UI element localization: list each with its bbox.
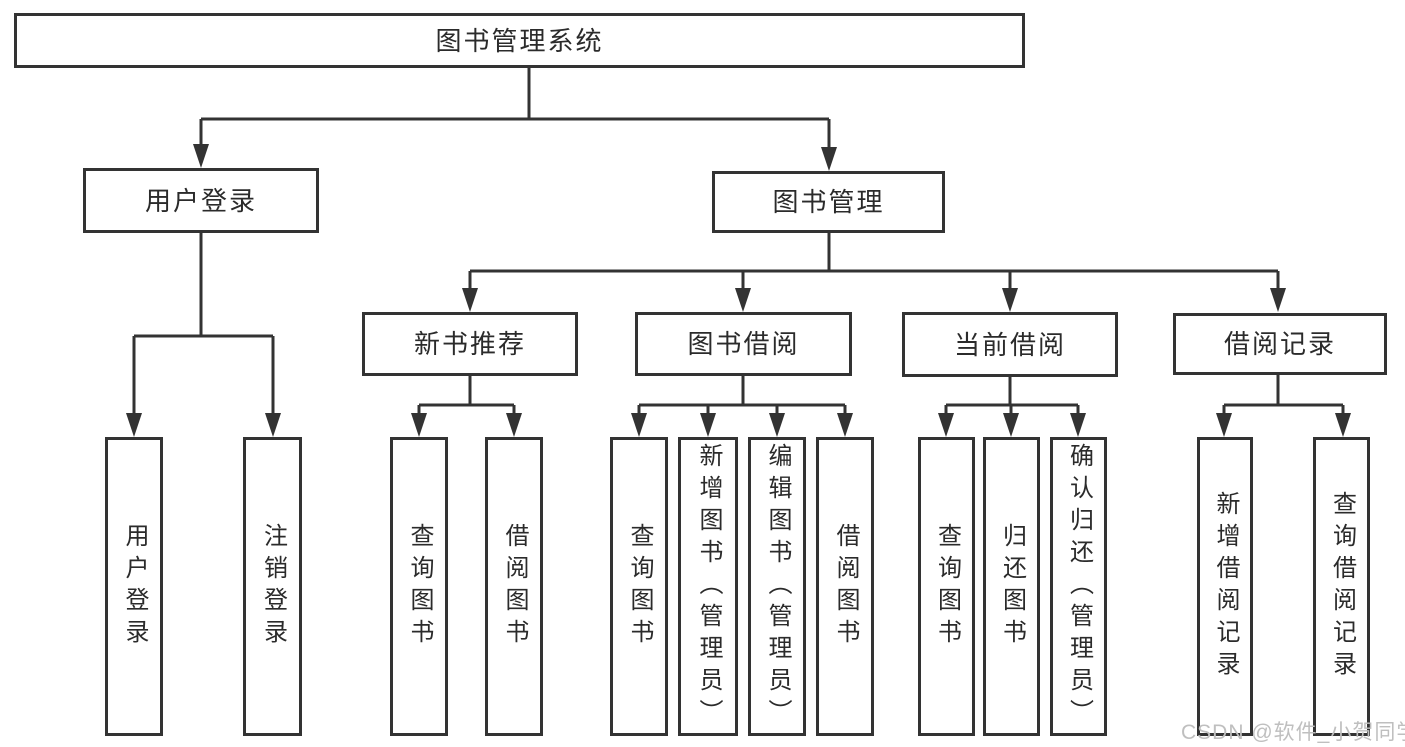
leaf-add-book-admin: 新增图书（管理员） <box>678 437 738 736</box>
leaf-return-book: 归还图书 <box>983 437 1040 736</box>
leaf-query-borrow-record: 查询借阅记录 <box>1313 437 1370 736</box>
node-label: 当前借阅 <box>953 329 1066 360</box>
node-new-book-recommend: 新书推荐 <box>362 312 578 376</box>
leaf-label: 借阅图书 <box>832 522 859 651</box>
leaf-query-book-current: 查询图书 <box>918 437 975 736</box>
node-current-borrowing: 当前借阅 <box>902 312 1118 377</box>
leaf-edit-book-admin: 编辑图书（管理员） <box>748 437 806 736</box>
leaf-label: 归还图书 <box>998 522 1026 651</box>
leaf-logout: 注销登录 <box>243 437 302 736</box>
arrowheads <box>126 144 1351 437</box>
leaf-label: 查询图书 <box>626 522 653 651</box>
leaf-add-borrow-record: 新增借阅记录 <box>1197 437 1253 736</box>
leaf-label: 确认归还（管理员） <box>1065 442 1093 731</box>
node-library-system: 图书管理系统 <box>14 13 1025 68</box>
leaf-label: 新增图书（管理员） <box>695 442 722 731</box>
node-user-login-group: 用户登录 <box>83 168 319 233</box>
leaf-user-login: 用户登录 <box>105 437 163 736</box>
node-label: 图书管理 <box>772 187 885 217</box>
node-borrowing-records: 借阅记录 <box>1173 313 1387 375</box>
leaf-label: 用户登录 <box>121 522 148 651</box>
leaf-label: 注销登录 <box>259 522 287 651</box>
leaf-label: 查询借阅记录 <box>1328 490 1356 683</box>
leaf-label: 编辑图书（管理员） <box>764 442 791 731</box>
leaf-label: 新增借阅记录 <box>1212 490 1239 683</box>
node-book-borrowing: 图书借阅 <box>635 312 852 376</box>
leaf-label: 借阅图书 <box>501 522 528 651</box>
leaf-query-book-recommend: 查询图书 <box>390 437 448 736</box>
leaf-confirm-return-admin: 确认归还（管理员） <box>1050 437 1107 736</box>
leaf-borrow-book: 借阅图书 <box>816 437 874 736</box>
node-book-management: 图书管理 <box>712 171 945 233</box>
node-label: 图书管理系统 <box>435 25 604 56</box>
leaf-label: 查询图书 <box>406 522 433 651</box>
node-label: 图书借阅 <box>687 329 800 359</box>
node-label: 借阅记录 <box>1223 329 1336 359</box>
node-label: 新书推荐 <box>413 329 526 359</box>
leaf-query-book-borrowing: 查询图书 <box>610 437 668 736</box>
leaf-borrow-book-recommend: 借阅图书 <box>485 437 543 736</box>
leaf-label: 查询图书 <box>933 522 961 651</box>
csdn-watermark: CSDN @软件_小贺同学 <box>1181 721 1405 744</box>
node-label: 用户登录 <box>144 185 257 216</box>
connector-path <box>132 68 1345 417</box>
